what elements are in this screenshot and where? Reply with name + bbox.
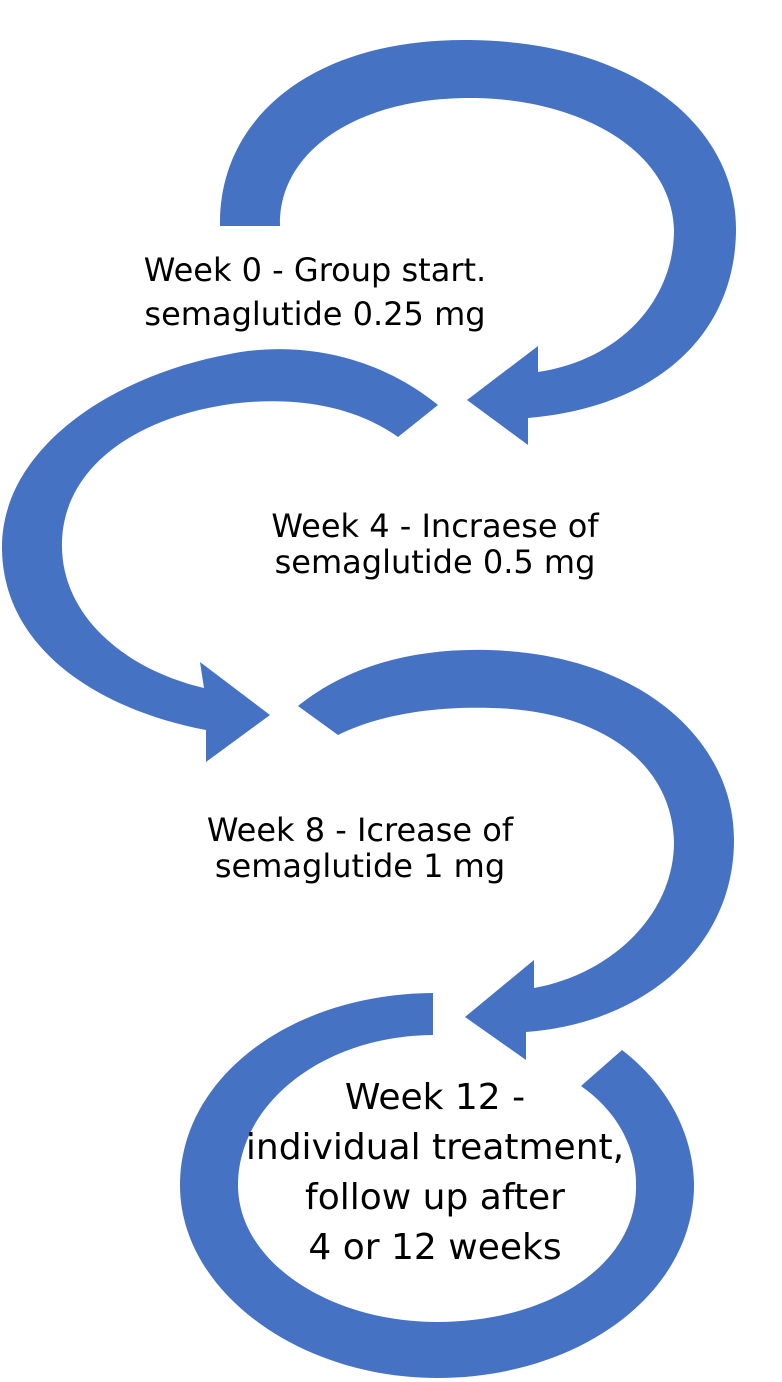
arrow-week-8-loop: [298, 649, 734, 1060]
step-week-0-label: Week 0 - Group start. semaglutide 0.25 m…: [60, 248, 570, 336]
step-week-0-line-1: Week 0 - Group start.: [143, 251, 487, 289]
step-week-4-line-2: semaglutide 0.5 mg: [274, 543, 596, 581]
step-week-8-line-2: semaglutide 1 mg: [214, 847, 506, 885]
arrow-week-4-loop: [1, 349, 438, 762]
step-week-12-line-2: individual treatment,: [245, 1127, 625, 1168]
step-week-12-line-3: follow up after: [305, 1177, 565, 1218]
step-week-12-label: Week 12 - individual treatment, follow u…: [160, 1073, 710, 1273]
step-week-12-line-4: 4 or 12 weeks: [308, 1227, 562, 1268]
step-week-12-line-1: Week 12 -: [344, 1077, 526, 1118]
step-week-4-line-1: Week 4 - Incraese of: [271, 507, 599, 545]
step-week-0-line-2: semaglutide 0.25 mg: [144, 295, 486, 333]
step-week-8-line-1: Week 8 - Icrease of: [206, 811, 514, 849]
step-week-8-label: Week 8 - Icrease of semaglutide 1 mg: [110, 812, 610, 884]
step-week-4-label: Week 4 - Incraese of semaglutide 0.5 mg: [180, 508, 690, 580]
